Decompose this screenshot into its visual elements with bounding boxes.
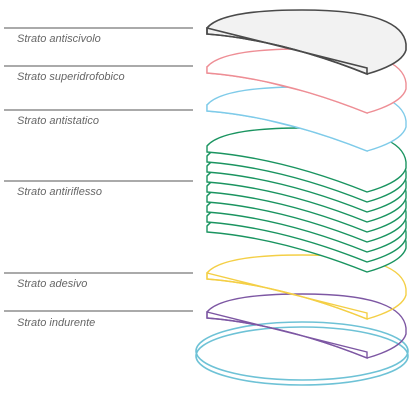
layer-antiscivolo [206,9,407,76]
sheet-rim [206,26,368,76]
label-text: Strato antistatico [17,115,99,127]
label-adesivo: Strato adesivo [4,272,193,290]
layer-labels: Strato antiscivolo Strato superidrofobic… [4,27,193,329]
layer-sheet [206,254,407,321]
label-text: Strato adesivo [17,278,87,290]
layer-sheet [206,9,407,76]
sheet-face [206,254,407,320]
base-lens [195,321,409,386]
label-text: Strato antiscivolo [17,33,101,45]
label-superidrofobico: Strato superidrofobico [4,65,193,83]
base-lens-bottom-ring [195,326,409,386]
base-lens-top-ring [195,321,409,381]
layer-adesivo [206,254,407,321]
label-antistatico: Strato antistatico [4,109,193,127]
label-indurente: Strato indurente [4,310,193,329]
label-antiriflesso: Strato antiriflesso [4,180,193,198]
layer-sheet [206,293,407,360]
label-text: Strato superidrofobico [17,71,125,83]
label-text: Strato indurente [17,317,95,329]
label-text: Strato antiriflesso [17,186,102,198]
layer-indurente [206,293,407,360]
label-antiscivolo: Strato antiscivolo [4,27,193,45]
layer-antiriflesso [206,127,407,273]
sheet-face [206,293,407,359]
